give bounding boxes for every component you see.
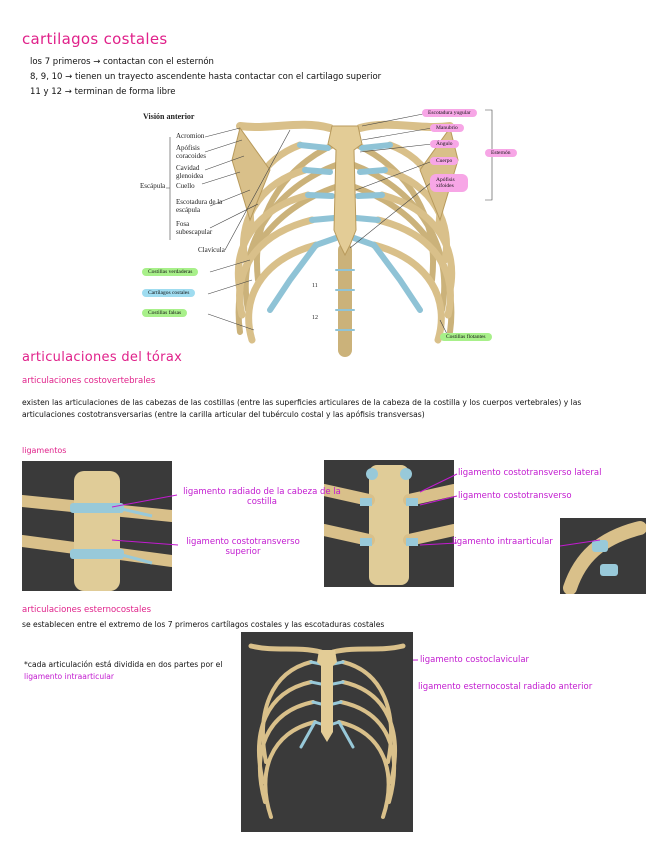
annotation-intraarticular: ligamento intraarticular [452,537,553,547]
esternocostales-paragraph: se establecen entre el extremo de los 7 … [22,620,384,629]
rib-number-12: 12 [312,315,318,321]
label-apofisis-coracoides: Apófisis coracoides [176,144,220,160]
label-escotadura-escapula: Escotadura de la escápula [176,198,228,214]
annotation-costotransverso-lateral: ligamento costotransverso lateral [458,468,601,478]
label-cavidad-glenoidea: Cavidad glenoidea [176,164,216,180]
note-prefix: *cada articulación está dividida en dos … [24,660,222,669]
label-cuello: Cuello [176,182,195,190]
annotation-costoclavicular: ligamento costoclavicular [420,655,529,665]
figure-anterior-thorax: Visión anterior [140,100,520,355]
rib-number-11: 11 [312,283,318,289]
note-intraarticular: *cada articulación está dividida en dos … [24,659,234,683]
label-costillas-falsas: Costillas falsas [142,309,187,317]
photo-ligamento-intraarticular [560,518,646,594]
annotation-esternocostal-radiado: ligamento esternocostal radiado anterior [418,682,592,692]
subtitle-costovertebrales: articulaciones costovertebrales [22,376,155,386]
label-manubrio: Manubrio [430,124,464,132]
label-fosa-subescapular: Fosa subescapular [176,220,222,236]
label-clavicula: Clavícula [198,246,225,254]
photo-rib-cage-anterior [241,632,413,832]
photo-ligamento-costotransverso [324,460,454,587]
label-escapula: Escápula [140,182,165,190]
label-angulo: Ángulo [430,140,459,148]
label-cartilagos-costales: Cartílagos costales [142,289,195,297]
label-esternon: Esternón [485,149,517,157]
cartilagos-line-2: 8, 9, 10 → tienen un trayecto ascendente… [30,72,381,82]
cartilagos-line-1: los 7 primeros → contactan con el estern… [30,57,214,67]
note-link: ligamento intraarticular [24,672,114,681]
photo-ligamento-radiado [22,461,172,591]
section-title-cartilagos: cartilagos costales [22,30,168,48]
annotation-costotransverso: ligamento costotransverso [458,491,572,501]
annotation-costotransverso-superior: ligamento costotransverso superior [178,537,308,557]
annotation-radiado: ligamento radiado de la cabeza de la cos… [177,487,347,507]
label-costillas-verdaderas: Costillas verdaderas [142,268,198,276]
label-acromion: Acromion [176,132,204,140]
subtitle-ligamentos: ligamentos [22,446,66,455]
label-escotadura-yugular: Escotadura yugular [422,109,477,117]
label-costillas-flotantes: Costillas flotantes [440,333,492,341]
costovertebrales-paragraph: existen las articulaciones de las cabeza… [22,397,627,421]
subtitle-esternocostales: articulaciones esternocostales [22,605,151,615]
label-apofisis-xifoides: Apófisis xifoides [430,174,468,192]
cartilagos-line-3: 11 y 12 → terminan de forma libre [30,87,176,97]
label-cuerpo: Cuerpo [430,157,458,165]
section-title-articulaciones: articulaciones del tórax [22,350,182,365]
